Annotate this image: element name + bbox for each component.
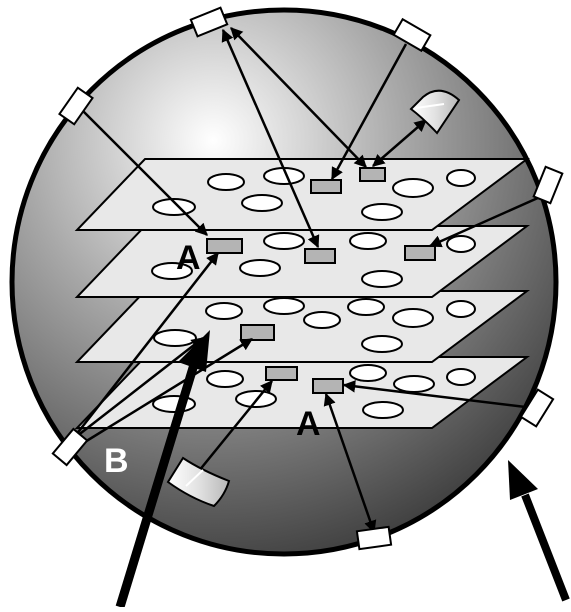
sensor — [357, 527, 391, 549]
node — [313, 379, 343, 393]
node — [311, 180, 341, 193]
node — [305, 249, 335, 263]
node — [360, 168, 385, 181]
label-b: B — [104, 442, 129, 480]
sensor — [534, 167, 563, 203]
node — [241, 325, 274, 340]
node — [266, 367, 297, 380]
node — [405, 246, 435, 260]
label-a-upper: A — [176, 239, 201, 277]
node — [207, 239, 242, 253]
label-a-lower: A — [296, 405, 321, 443]
